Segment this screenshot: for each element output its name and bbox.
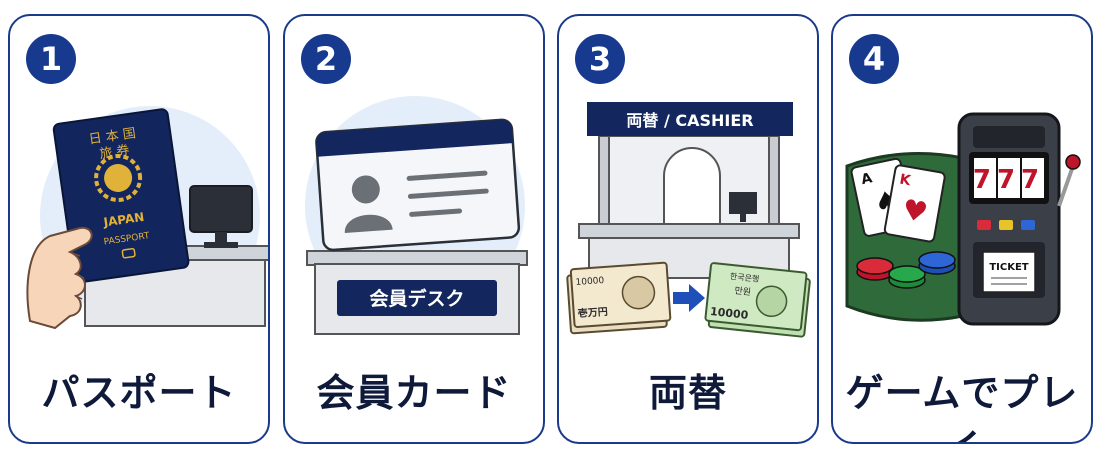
cashier-booth-icon: 両替 / CASHIER bbox=[578, 102, 800, 279]
slot-reels bbox=[974, 158, 1044, 198]
step-number-badge: 1 bbox=[26, 34, 76, 84]
step-number-badge: 4 bbox=[849, 34, 899, 84]
passport-illustration: 日 本 国 旅 券 JAPAN PASSPORT bbox=[26, 106, 268, 330]
won-banknote-icon: 한국은행 만원 10000 bbox=[704, 262, 811, 338]
hand-icon bbox=[26, 226, 93, 330]
booth-sign: 両替 / CASHIER bbox=[626, 111, 753, 130]
step-number-badge: 3 bbox=[575, 34, 625, 84]
won-label: 만원 bbox=[734, 285, 752, 298]
passport-line2: 旅 券 bbox=[98, 142, 130, 162]
step-caption: 会員カード bbox=[316, 371, 512, 415]
passport-country: JAPAN bbox=[102, 210, 145, 230]
service-desk-icon: 会員デスク bbox=[306, 250, 528, 335]
svg-text:A: A bbox=[860, 170, 874, 188]
svg-text:K: K bbox=[898, 172, 913, 190]
step-card-member: 2 会員デスク bbox=[283, 14, 545, 444]
svg-text:♥: ♥ bbox=[900, 193, 930, 230]
step-number-badge: 2 bbox=[301, 34, 351, 84]
member-card-illustration: 会員デスク bbox=[305, 96, 528, 335]
step-caption: パスポート bbox=[41, 371, 237, 415]
casino-chips-icon bbox=[856, 251, 956, 289]
member-card-icon bbox=[315, 118, 521, 252]
ticket-label: TICKET bbox=[989, 262, 1028, 273]
desk-sign: 会員デスク bbox=[369, 287, 464, 310]
ticket-icon: TICKET bbox=[982, 251, 1036, 293]
yen-amount: 10000 bbox=[575, 276, 605, 288]
won-amount: 10000 bbox=[709, 305, 749, 322]
arrow-right-icon bbox=[673, 284, 705, 312]
step-caption: 両替 bbox=[648, 371, 727, 415]
step-card-passport: 1 日 本 国 旅 券 JAPAN bbox=[8, 14, 270, 444]
yen-banknote-icon: 10000 壱万円 bbox=[566, 261, 672, 335]
play-illustration: A ♠ K ♥ bbox=[845, 112, 1081, 326]
profile-silhouette-icon bbox=[344, 175, 393, 234]
playing-cards-icon: A ♠ K ♥ bbox=[850, 157, 946, 243]
step-card-exchange: 3 両替 / CASHIER 10000 壱万円 bbox=[557, 14, 819, 444]
step-card-play: 4 A ♠ K ♥ bbox=[831, 14, 1093, 444]
slot-display: 777 bbox=[973, 165, 1045, 195]
monitor-icon bbox=[189, 185, 253, 248]
passport-line1: 日 本 国 bbox=[88, 126, 137, 147]
step-caption: ゲームでプレイ bbox=[845, 371, 1079, 442]
won-bank: 한국은행 bbox=[729, 271, 759, 284]
yen-label: 壱万円 bbox=[577, 305, 608, 320]
exchange-illustration: 両替 / CASHIER 10000 壱万円 한국은행 만원 10000 bbox=[566, 102, 811, 338]
